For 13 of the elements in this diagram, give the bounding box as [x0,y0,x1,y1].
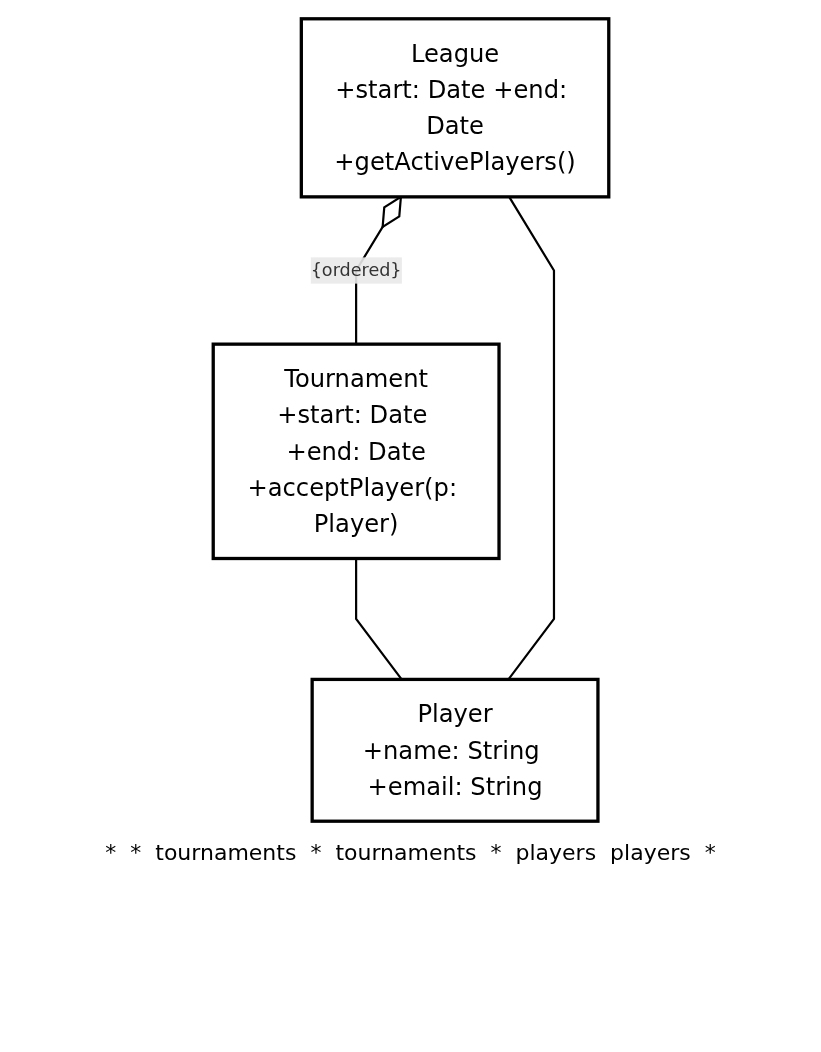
association-label: * [310,840,322,865]
association-label: players [610,840,691,865]
association-label: players [515,840,597,865]
node-box: League +start: Date +end: Date +getActivePlayers() [299,17,610,199]
association-label: * [704,840,716,865]
association-label: * [105,840,117,865]
node-box: Player +name: String +email: String [310,677,600,823]
association-label: tournaments [155,840,297,865]
edge-label: {ordered} [310,259,402,281]
association-label: * [490,840,502,865]
association-label: tournaments [335,840,477,865]
node-box: Tournament +start: Date +end: Date +acceptPlayer(p: Player) [211,342,501,561]
association-label: * [130,840,142,865]
